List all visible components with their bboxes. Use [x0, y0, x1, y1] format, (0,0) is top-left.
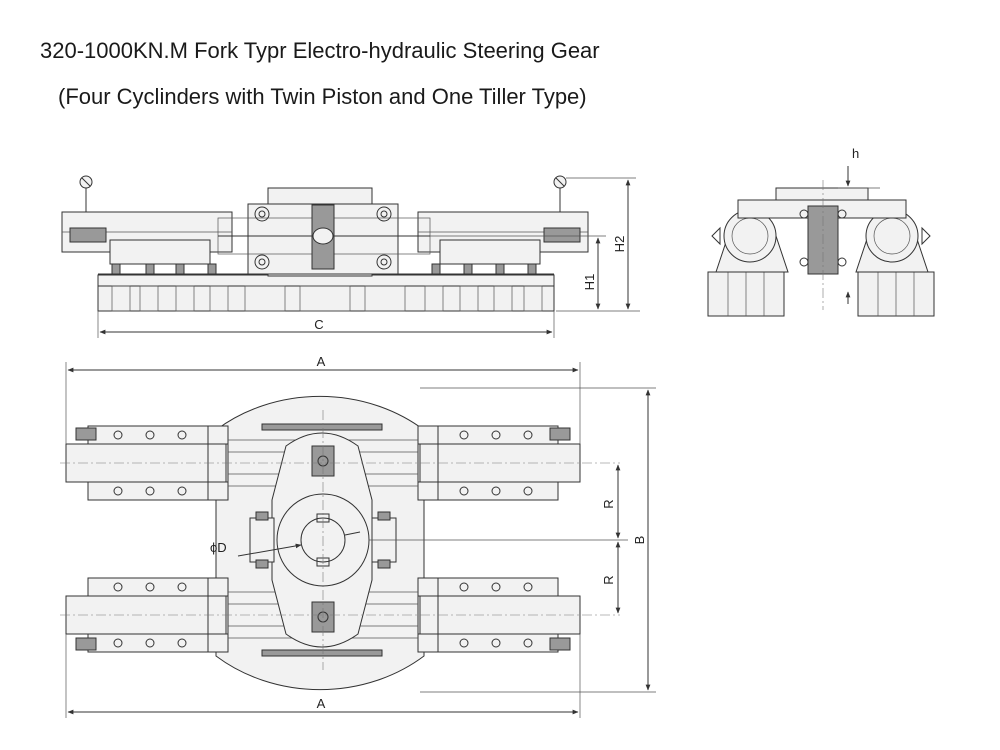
dimension-h: h [838, 146, 880, 304]
label-d: ϕD [210, 540, 227, 555]
drawing-subtitle: (Four Cyclinders with Twin Piston and On… [58, 84, 587, 109]
base-frame [97, 274, 555, 312]
label-r-upper: R [601, 499, 616, 508]
label-r-lower: R [601, 575, 616, 584]
drawing-title: 320-1000KN.M Fork Typr Electro-hydraulic… [40, 38, 600, 63]
front-elevation-view: H1 H2 C [61, 175, 640, 338]
plan-view: A A B R R ϕD [60, 354, 656, 718]
dimension-c: C [97, 311, 555, 338]
dimension-r: R R [369, 464, 628, 614]
bottom-rack [261, 649, 383, 657]
label-c: C [314, 317, 323, 332]
right-pressure-gauge [553, 175, 567, 212]
dimension-b: B [420, 387, 656, 693]
dimension-d: ϕD [210, 531, 361, 557]
base-ribs [111, 285, 543, 312]
label-h2: H2 [612, 236, 627, 253]
dimension-a-bottom: A [65, 634, 581, 718]
label-h1: H1 [582, 274, 597, 291]
label-h: h [852, 146, 859, 161]
left-pressure-gauge [79, 175, 93, 212]
label-a-bottom: A [317, 696, 326, 711]
label-b: B [632, 536, 647, 545]
dimension-h2: H2 [566, 177, 636, 310]
label-a-top: A [317, 354, 326, 369]
side-elevation-view: h [707, 146, 935, 317]
top-rack [261, 423, 383, 431]
dimension-h1: H1 [430, 235, 640, 312]
dimension-a-top: A [65, 354, 581, 444]
left-end-cap [69, 227, 107, 243]
right-end-cap [543, 227, 581, 243]
